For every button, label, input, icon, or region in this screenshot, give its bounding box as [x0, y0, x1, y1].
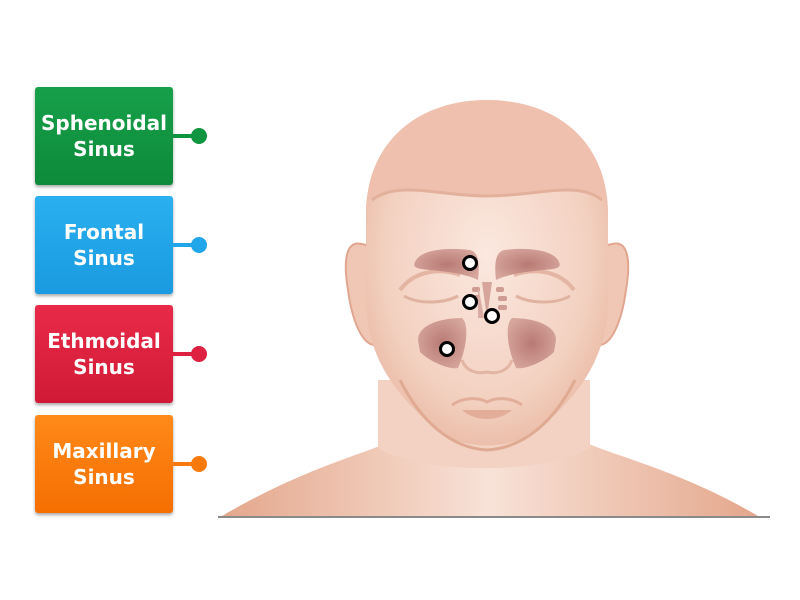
connector-line	[173, 134, 195, 138]
label-text: Sphenoidal Sinus	[40, 111, 168, 161]
hotspot-target-2[interactable]	[462, 294, 478, 310]
connector-dot[interactable]	[191, 237, 207, 253]
frontal-sinus-shape	[414, 248, 479, 280]
label-ethmoidal-sinus[interactable]: Ethmoidal Sinus	[35, 305, 173, 403]
label-sphenoidal-sinus[interactable]: Sphenoidal Sinus	[35, 87, 173, 185]
connector-dot[interactable]	[191, 456, 207, 472]
connector-dot[interactable]	[191, 128, 207, 144]
label-maxillary-sinus[interactable]: Maxillary Sinus	[35, 415, 173, 513]
label-text: Maxillary Sinus	[52, 439, 156, 489]
label-frontal-sinus[interactable]: Frontal Sinus	[35, 196, 173, 294]
connector-line	[173, 352, 195, 356]
baseline-divider	[218, 516, 770, 518]
connector-dot[interactable]	[191, 346, 207, 362]
hotspot-target-1[interactable]	[462, 255, 478, 271]
connector-line	[173, 462, 195, 466]
hotspot-target-4[interactable]	[439, 341, 455, 357]
label-text: Ethmoidal Sinus	[47, 329, 161, 379]
hotspot-target-3[interactable]	[484, 308, 500, 324]
connector-line	[173, 243, 195, 247]
label-text: Frontal Sinus	[63, 220, 145, 270]
